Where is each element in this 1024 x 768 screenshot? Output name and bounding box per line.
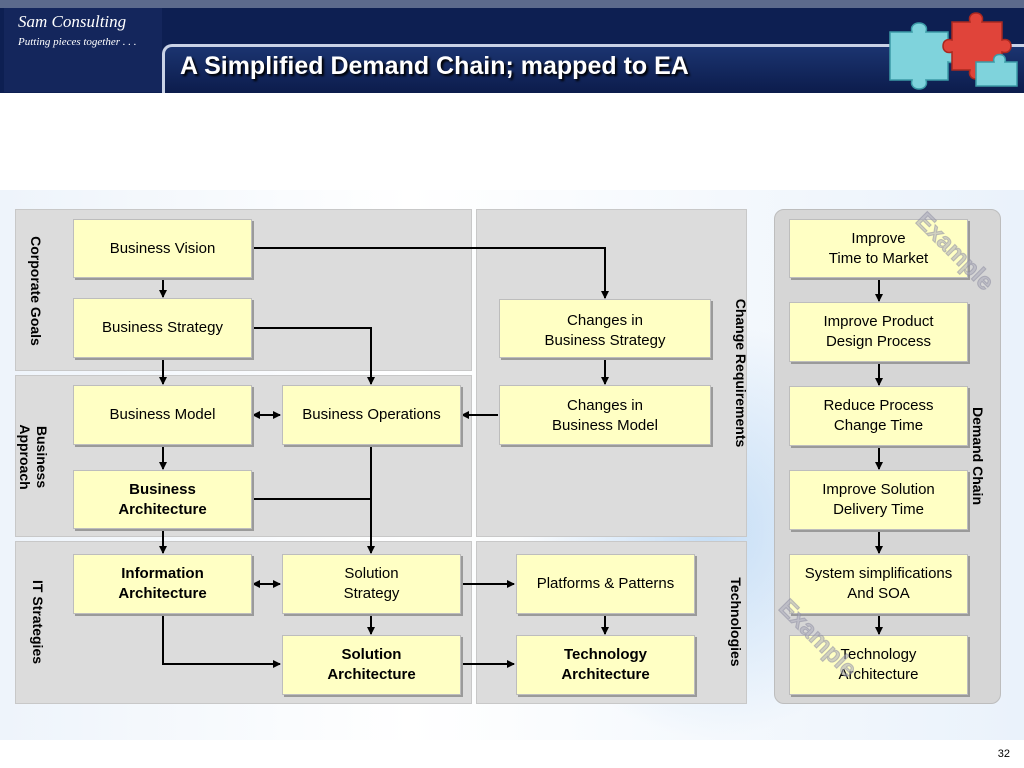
demand-chain-item: Improve Solution Delivery Time [789, 470, 968, 530]
box-solution-architecture: Solution Architecture [282, 635, 461, 695]
panel-change-requirements [476, 209, 747, 537]
box-business-vision: Business Vision [73, 219, 252, 278]
box-platforms-patterns: Platforms & Patterns [516, 554, 695, 614]
demand-chain-item: Improve Product Design Process [789, 302, 968, 362]
title-bar [162, 44, 1024, 93]
demand-chain-item: Reduce Process Change Time [789, 386, 968, 446]
brand-name: Sam Consulting [18, 12, 127, 31]
box-business-architecture: Business Architecture [73, 470, 252, 529]
label-business-approach: Business Approach [17, 424, 50, 490]
puzzle-pieces-icon [889, 12, 1018, 90]
demand-chain-item: Improve Time to Market [789, 219, 968, 278]
label-it-strategies: IT Strategies [30, 579, 46, 665]
box-technology-architecture: Technology Architecture [516, 635, 695, 695]
box-solution-strategy: Solution Strategy [282, 554, 461, 614]
panel-demand-chain [774, 209, 1001, 704]
box-business-operations: Business Operations [282, 385, 461, 445]
page-title: A Simplified Demand Chain; mapped to EA [180, 52, 689, 80]
box-business-strategy: Business Strategy [73, 298, 252, 358]
demand-chain-item: Technology Architecture [789, 635, 968, 695]
label-corporate-goals: Corporate Goals [28, 236, 44, 346]
brand-panel [4, 8, 162, 92]
label-change-requirements: Change Requirements [733, 298, 749, 448]
box-changes-business-model: Changes in Business Model [499, 385, 711, 445]
brand-tagline: Putting pieces together . . . [18, 36, 137, 48]
box-information-architecture: Information Architecture [73, 554, 252, 614]
page-number: 32 [997, 748, 1010, 760]
label-technologies: Technologies [728, 577, 744, 667]
label-demand-chain: Demand Chain [970, 406, 986, 505]
demand-chain-item: System simplifications And SOA [789, 554, 968, 614]
box-business-model: Business Model [73, 385, 252, 445]
box-changes-business-strategy: Changes in Business Strategy [499, 299, 711, 358]
header-top-strip [0, 0, 1024, 8]
